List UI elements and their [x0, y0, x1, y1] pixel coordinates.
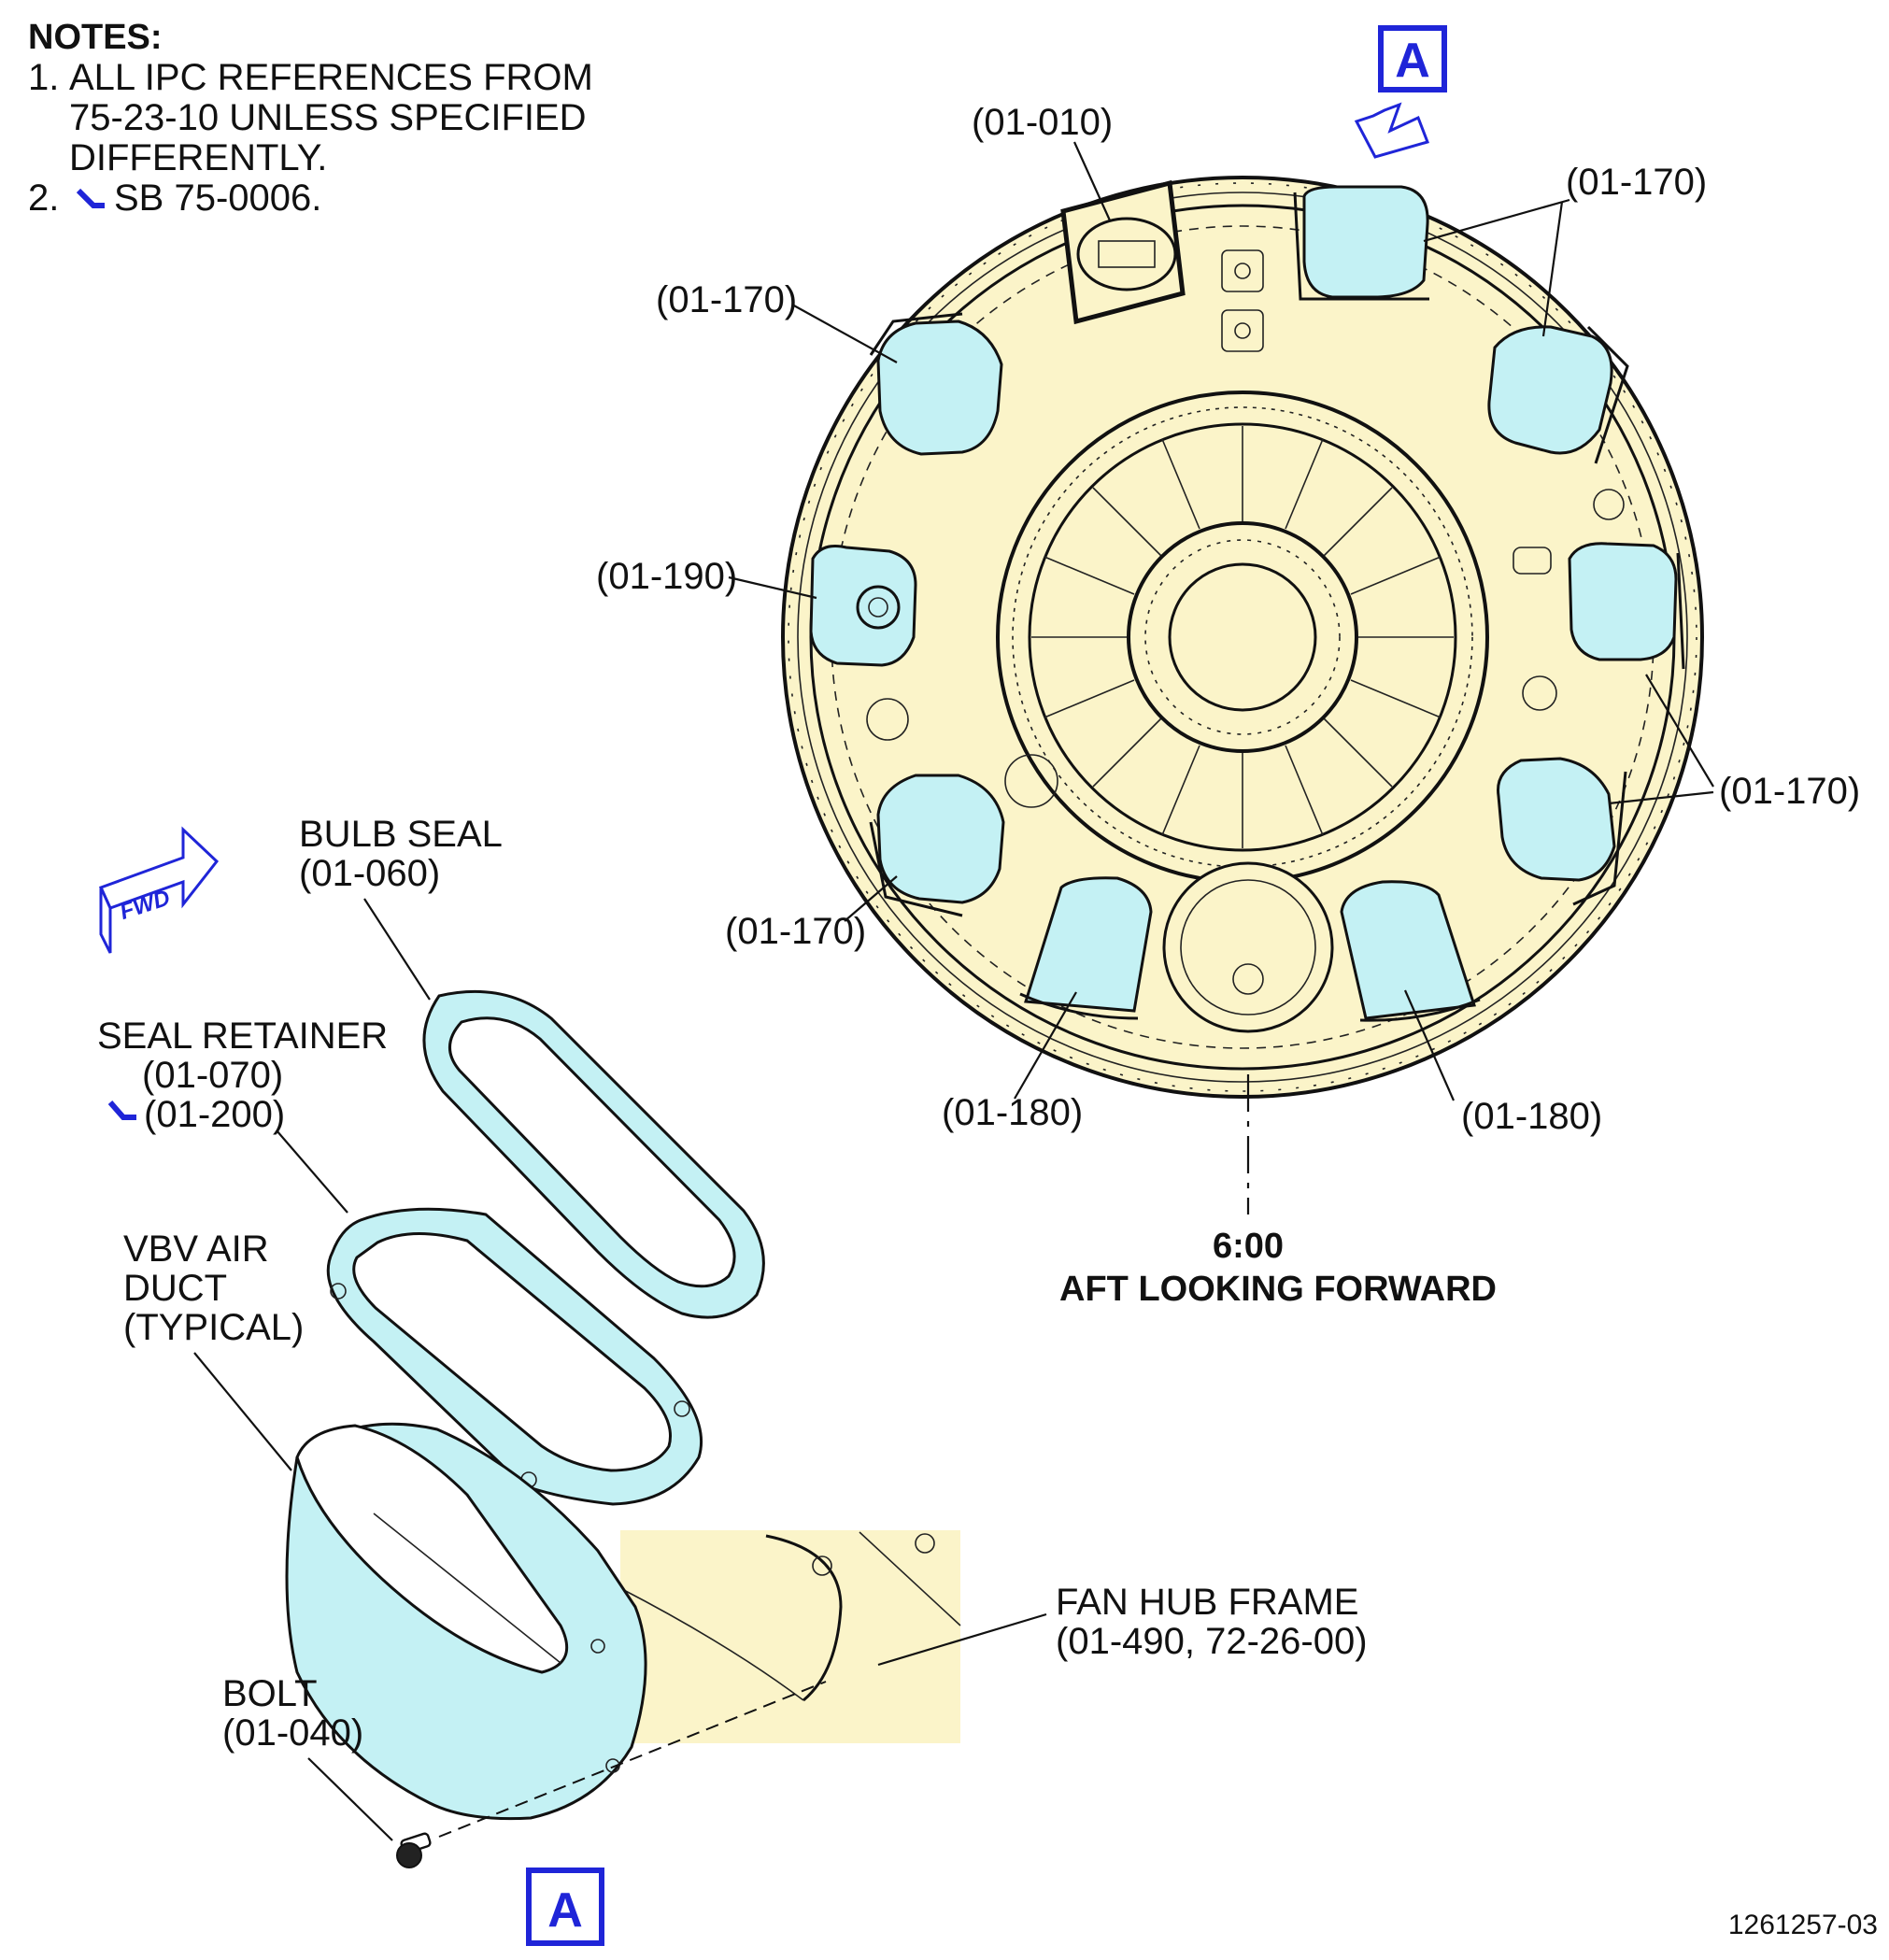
frame-struts [1031, 426, 1454, 848]
duct-port-left-lower [869, 774, 1005, 917]
note-1-line-2: 75-23-10 UNLESS SPECIFIED [69, 97, 587, 138]
figure-number: 1261257-03 [1728, 1910, 1878, 1940]
duct-port-right [1568, 542, 1685, 670]
duct-port-left [809, 545, 917, 667]
bulb-seal-name: BULB SEAL [299, 814, 503, 855]
vbv-duct-line-2: DUCT [123, 1268, 227, 1309]
vbv-air-duct-part [285, 1422, 647, 1821]
duct-port-left-upper [869, 312, 1003, 456]
bolt-part [396, 1681, 827, 1868]
view-flag-letter-top: A [1395, 34, 1430, 88]
fwd-arrow-icon: FWD [98, 826, 220, 954]
notes-heading: NOTES: [28, 18, 163, 57]
bolt-ref: (01-040) [222, 1712, 363, 1754]
frame-bosses [866, 249, 1625, 808]
vbv-duct-line-3: (TYPICAL) [123, 1307, 304, 1348]
callout-01-170-lower-left: (01-170) [725, 911, 866, 952]
fan-hub-frame-ref: (01-490, 72-26-00) [1056, 1621, 1368, 1662]
frame-hub [1127, 521, 1358, 753]
notes-block: NOTES: 1. ALL IPC REFERENCES FROM 75-23-… [28, 18, 593, 219]
seal-retainer-ref: (01-070) [142, 1055, 283, 1096]
bolt-name: BOLT [222, 1673, 318, 1714]
vbv-duct-line-1: VBV AIR [123, 1229, 269, 1270]
duct-port-bottom-right [1340, 880, 1481, 1022]
seal-retainer-sb-ref: (01-200) [144, 1094, 285, 1135]
callouts-main-view: (01-010) (01-170) (01-170) (01-190) (01-… [596, 102, 1860, 1309]
fan-hub-frame-detail [619, 1530, 961, 1743]
bulb-seal-ref: (01-060) [299, 853, 440, 894]
duct-port-right-upper [1487, 325, 1629, 464]
seal-retainer-part [326, 1207, 703, 1506]
view-a-flag-bottom: A [526, 1868, 604, 1946]
callout-01-180-right: (01-180) [1461, 1096, 1602, 1137]
note-2-line-1: SB 75-0006. [114, 178, 321, 219]
seal-retainer-name: SEAL RETAINER [97, 1016, 388, 1057]
view-flag-letter-bottom: A [547, 1883, 583, 1938]
note-1-line-3: DIFFERENTLY. [69, 137, 327, 178]
frame-outer-holes [788, 182, 1697, 1092]
note-1-line-1: ALL IPC REFERENCES FROM [69, 57, 593, 98]
callout-01-170-right-lower: (01-170) [1719, 771, 1860, 812]
frame-inner-holes [1012, 406, 1473, 868]
callout-01-170-left: (01-170) [656, 279, 797, 320]
bulb-seal-part [422, 990, 765, 1319]
duct-port-right-lower [1497, 757, 1627, 906]
fan-hub-frame-name: FAN HUB FRAME [1056, 1582, 1358, 1623]
fan-hub-frame-view [781, 176, 1704, 1099]
view-a-flag-top: A [1354, 25, 1447, 159]
frame-bore [1168, 562, 1317, 712]
duct-port-bottom-left [1019, 876, 1153, 1020]
duct-port-top-right [1293, 185, 1429, 301]
bolt-install-path [438, 1681, 827, 1838]
note-1-number: 1. [28, 57, 59, 98]
view-clock-label: 6:00 [1213, 1227, 1284, 1266]
callout-01-170-top-right: (01-170) [1566, 162, 1707, 203]
callout-01-010: (01-010) [972, 102, 1113, 143]
view-arrow-icon [1354, 102, 1429, 159]
note-2-number: 2. [28, 178, 59, 219]
frame-bottom-boss [1162, 861, 1334, 1033]
sb-marker-icon [76, 188, 105, 208]
port-01-010 [1060, 179, 1186, 325]
view-direction-label: AFT LOOKING FORWARD [1059, 1270, 1497, 1309]
sb-marker-icon-retainer [107, 1101, 136, 1120]
callout-01-180-left: (01-180) [942, 1092, 1083, 1133]
callout-01-190: (01-190) [596, 556, 737, 597]
